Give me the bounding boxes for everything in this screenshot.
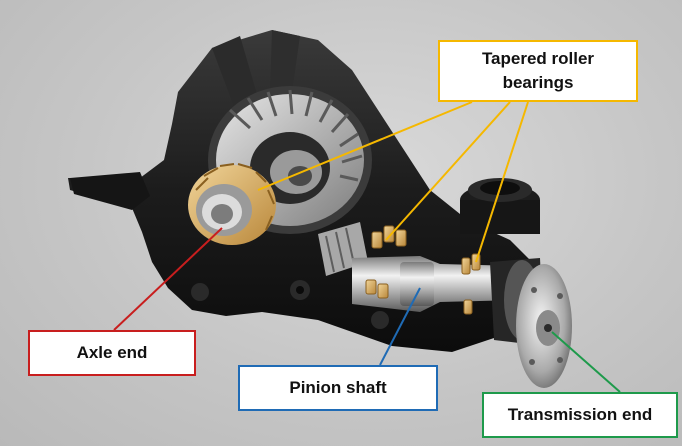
leader-pinion	[379, 287, 421, 366]
leader-bearings-to-axle	[257, 101, 473, 191]
leader-axle	[113, 227, 223, 331]
leader-bearings-to-pinion-front	[385, 101, 511, 241]
callout-bearings-line2: bearings	[502, 73, 574, 92]
callout-bearings-line1: Tapered roller	[481, 49, 595, 68]
leader-bearings-to-pinion-rear	[475, 101, 529, 263]
callout-pinion-shaft: Pinion shaft	[238, 365, 438, 411]
pinion-shaft-shape	[352, 225, 520, 315]
callout-transmission-text: Transmission end	[507, 405, 653, 424]
callout-axle-text: Axle end	[76, 343, 148, 362]
callout-transmission-end: Transmission end	[482, 392, 678, 438]
callout-pinion-text: Pinion shaft	[289, 378, 387, 397]
output-flange	[490, 258, 572, 388]
axle-bearing	[188, 163, 276, 245]
leader-transmission	[551, 331, 621, 393]
callout-axle-end: Axle end	[28, 330, 196, 376]
callout-tapered-roller-bearings: Tapered roller bearings	[438, 40, 638, 102]
leader-bearings	[257, 101, 529, 263]
